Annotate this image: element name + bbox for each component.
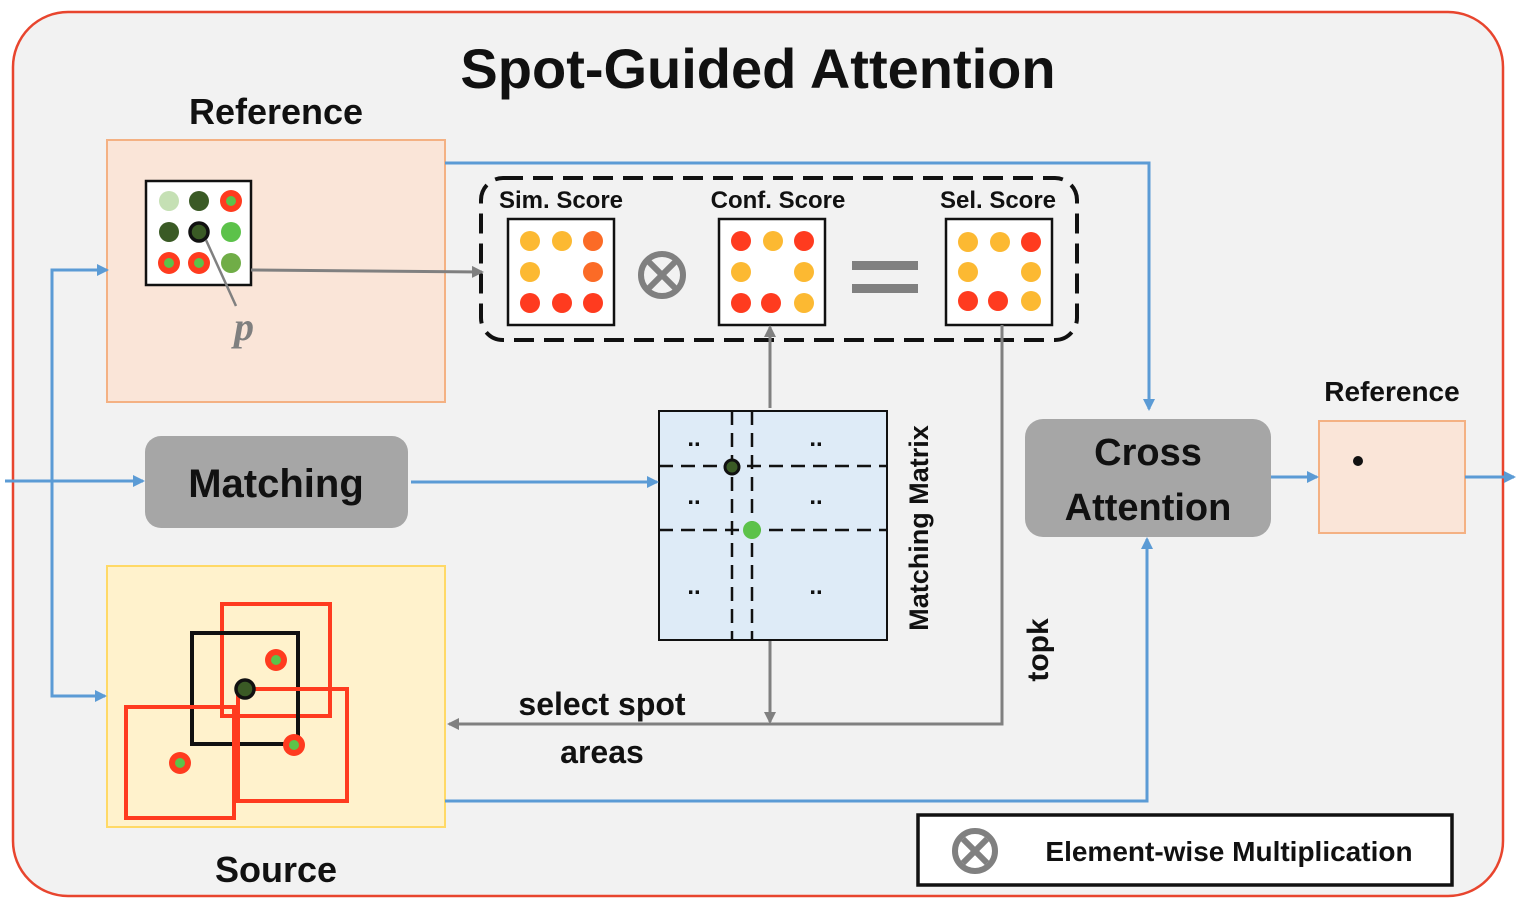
score-dot bbox=[520, 231, 540, 251]
source-dot-center bbox=[175, 758, 185, 768]
reference-right-label: Reference bbox=[1324, 376, 1459, 407]
score-dot bbox=[958, 262, 978, 282]
to-source-arrow bbox=[50, 481, 107, 702]
legend-box bbox=[916, 813, 1454, 887]
source-dots bbox=[169, 649, 305, 774]
score-dot bbox=[583, 262, 603, 282]
reference-output-box bbox=[1318, 420, 1466, 534]
source-label: Source bbox=[215, 849, 337, 890]
topk-select-arrow bbox=[447, 325, 1004, 730]
reference-grid-dots bbox=[158, 190, 242, 274]
legend-text: Element-wise Multiplication bbox=[1045, 836, 1412, 867]
score-dot bbox=[1021, 291, 1041, 311]
grid-dot bbox=[159, 191, 179, 211]
point-p-label: p bbox=[231, 304, 254, 349]
legend-multiply-icon bbox=[952, 828, 998, 874]
score-dot bbox=[958, 291, 978, 311]
matrix-ellipsis: .. bbox=[809, 573, 822, 600]
source-to-cross-attention-arrow bbox=[445, 537, 1153, 803]
grid-dot-center bbox=[164, 258, 174, 268]
spot-area-box bbox=[220, 602, 332, 718]
score-dot bbox=[1021, 262, 1041, 282]
conf-score-dots bbox=[731, 231, 814, 313]
grid-dot-center bbox=[226, 196, 236, 206]
score-dot bbox=[1021, 232, 1041, 252]
source-dot-center bbox=[271, 655, 281, 665]
source-query-dot bbox=[234, 678, 256, 700]
spot-area-box bbox=[124, 705, 236, 820]
sel-score-dots bbox=[958, 232, 1041, 311]
grid-dot bbox=[221, 222, 241, 242]
score-dot bbox=[731, 262, 751, 282]
matrix-match-dot bbox=[743, 521, 761, 539]
grid-dot bbox=[221, 253, 241, 273]
topk-label: topk bbox=[1022, 618, 1055, 682]
score-dot bbox=[988, 291, 1008, 311]
matching-matrix bbox=[658, 410, 888, 641]
matrix-query-dot bbox=[723, 458, 741, 476]
score-dot bbox=[731, 293, 751, 313]
matrix-ellipsis: .. bbox=[687, 483, 700, 510]
matrix-ellipsis: .. bbox=[687, 425, 700, 452]
matrix-ellipsis: .. bbox=[809, 425, 822, 452]
select-spot-label-line1: select spot bbox=[518, 686, 686, 722]
cross-attention-box bbox=[1025, 419, 1271, 537]
diagram-title: Spot-Guided Attention bbox=[460, 37, 1055, 100]
score-dot bbox=[583, 231, 603, 251]
query-point-dot bbox=[188, 221, 210, 243]
grid-dot-center bbox=[194, 258, 204, 268]
score-dot bbox=[583, 293, 603, 313]
score-dot bbox=[794, 231, 814, 251]
score-dot bbox=[731, 231, 751, 251]
score-dot bbox=[958, 232, 978, 252]
score-dot bbox=[520, 293, 540, 313]
conf-score-label: Conf. Score bbox=[711, 187, 846, 214]
matrix-ellipsis: .. bbox=[809, 483, 822, 510]
spot-area-box bbox=[236, 687, 349, 803]
to-reference-arrow bbox=[50, 264, 109, 481]
source-panel bbox=[106, 565, 446, 828]
blue-arrows bbox=[5, 161, 1516, 803]
score-dot bbox=[794, 262, 814, 282]
cross-attention-label-line2: Attention bbox=[1065, 487, 1232, 529]
source-dot-center bbox=[289, 740, 299, 750]
matching-box bbox=[145, 436, 408, 528]
score-dot bbox=[761, 293, 781, 313]
select-spot-label-line2: areas bbox=[560, 734, 644, 770]
sim-score-label: Sim. Score bbox=[499, 187, 623, 214]
sim-score-dots bbox=[520, 231, 603, 313]
score-dot bbox=[552, 293, 572, 313]
equals-icon bbox=[852, 261, 918, 293]
score-group-dashed-box bbox=[479, 176, 1079, 342]
score-dot bbox=[552, 231, 572, 251]
circled-times-icon bbox=[638, 251, 686, 299]
reference-to-sim-score-arrow bbox=[250, 265, 484, 278]
reference-top-label: Reference bbox=[189, 91, 363, 132]
point-p-pointer bbox=[204, 239, 238, 307]
matching-matrix-label: Matching Matrix bbox=[904, 425, 934, 631]
score-dot bbox=[990, 232, 1010, 252]
reference-to-cross-attention-arrow bbox=[445, 161, 1155, 411]
gray-arrows bbox=[250, 265, 1004, 730]
grid-dot bbox=[189, 191, 209, 211]
cross-attention-label-line1: Cross bbox=[1094, 432, 1202, 474]
score-dot bbox=[763, 231, 783, 251]
matrix-ellipsis: .. bbox=[687, 573, 700, 600]
reference-output-dot bbox=[1353, 456, 1363, 466]
matrix-ellipsis-group: .. .. .. .. .. .. bbox=[687, 425, 822, 600]
score-dot bbox=[520, 262, 540, 282]
score-dot bbox=[794, 293, 814, 313]
matching-label: Matching bbox=[188, 462, 364, 506]
sel-score-label: Sel. Score bbox=[940, 187, 1056, 214]
grid-dot bbox=[159, 222, 179, 242]
